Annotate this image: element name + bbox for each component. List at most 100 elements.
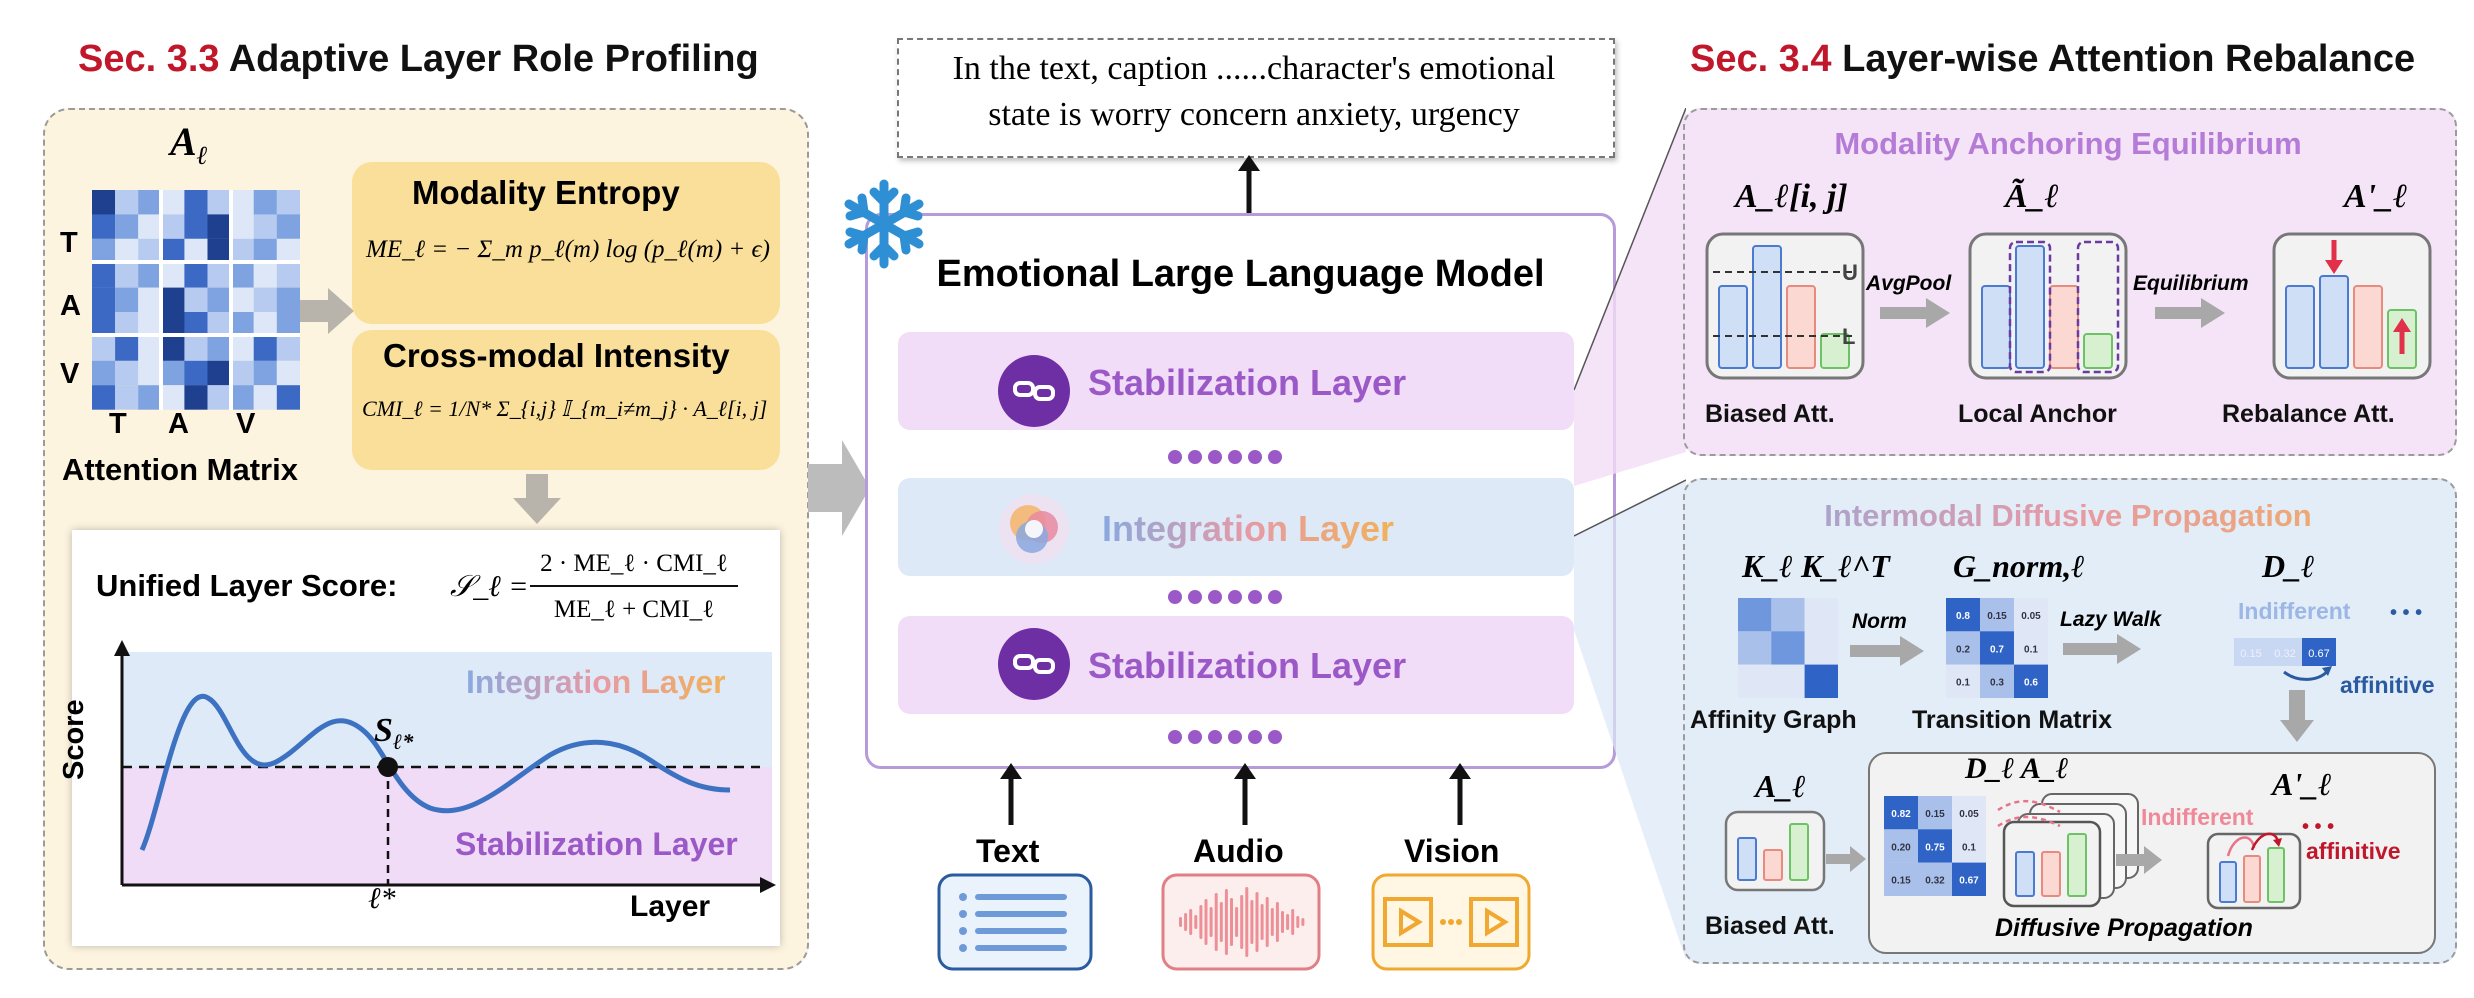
- chart-integration-label: Integration Layer: [466, 664, 726, 700]
- video-frames-icon: [1371, 873, 1531, 971]
- wave-bar: [1296, 916, 1300, 928]
- matrix-cell: [161, 385, 185, 410]
- matrix-cell: [92, 312, 116, 337]
- matrix-cell: [276, 190, 300, 215]
- wave-bar: [1219, 902, 1223, 942]
- matrix-cell: [207, 336, 231, 361]
- wave-bar: [1209, 907, 1213, 937]
- affinity-cell: [1738, 598, 1772, 632]
- wave-bar: [1260, 904, 1264, 940]
- matrix-cell: [138, 238, 162, 264]
- ellipsis-dots: [1165, 730, 1285, 749]
- stabilization-layer-2-label: Stabilization Layer: [1088, 645, 1407, 686]
- transition-cell: [1980, 631, 2014, 665]
- d-cell: [2302, 638, 2336, 666]
- upper-bound-label: U: [1842, 260, 1858, 285]
- matrix-cell: [161, 263, 185, 288]
- matrix-cell: [230, 385, 254, 410]
- ellipsis-dots: [1165, 450, 1285, 469]
- biased-att-caption-2: Biased Att.: [1705, 912, 1835, 940]
- ellipsis-dots: [1165, 590, 1285, 609]
- affinity-cell: [1771, 664, 1805, 698]
- blend-icon: [999, 494, 1069, 564]
- wave-bar: [1240, 895, 1244, 949]
- score-formula-bar: [530, 585, 738, 587]
- da-value: 0.32: [1925, 876, 1945, 887]
- matrix-cell: [184, 287, 208, 313]
- arrow-right-icon: [1880, 298, 1950, 328]
- matrix-cell: [161, 336, 185, 361]
- matrix-cell: [115, 312, 139, 337]
- affinity-graph-matrix: [1738, 598, 1838, 698]
- row-label-t: T: [60, 227, 78, 259]
- rebalance-att-title: A'_ℓ: [2344, 178, 2408, 215]
- score-formula-den: ME_ℓ + CMI_ℓ: [553, 596, 715, 623]
- wave-bar: [1291, 909, 1295, 935]
- matrix-cell: [253, 336, 277, 361]
- matrix-cell: [115, 360, 139, 386]
- transition-value: 0.15: [1987, 611, 2007, 622]
- matrix-cell: [115, 238, 139, 264]
- transition-value: 0.2: [1956, 644, 1970, 655]
- matrix-cell: [92, 287, 116, 313]
- lower-bound-label: L: [1842, 324, 1856, 349]
- matrix-cell: [207, 312, 231, 337]
- equilibrium-label: Equilibrium: [2133, 272, 2249, 295]
- wave-bar: [1250, 900, 1254, 944]
- wave-bar: [1245, 887, 1249, 957]
- matrix-cell: [207, 385, 231, 410]
- snowflake-icon: [844, 179, 924, 269]
- stacked-att-cards: [1997, 793, 2139, 908]
- matrix-cell: [253, 385, 277, 410]
- x-tick-label: ℓ*: [368, 882, 396, 915]
- wave-bar: [1179, 917, 1182, 927]
- unified-score-label: Unified Layer Score:: [96, 568, 398, 603]
- matrix-cell: [115, 385, 139, 410]
- matrix-cell: [138, 336, 162, 361]
- modality-entropy-box: [352, 162, 780, 324]
- x-axis-label: Layer: [630, 890, 711, 923]
- matrix-cell: [230, 360, 254, 386]
- arrow-right-icon: [2063, 634, 2141, 664]
- intensity-formula: CMI_ℓ = 1/N* Σ_{i,j} 𝕀_{m_i≠m_j} · A_ℓ[i…: [362, 396, 768, 421]
- matrix-cell: [138, 385, 162, 410]
- section-3-4-title: Sec. 3.4 Layer-wise Attention Rebalance: [1690, 38, 2415, 81]
- wave-bar: [1286, 914, 1290, 930]
- input-audio-label: Audio: [1193, 833, 1284, 869]
- matrix-symbol: Aℓ: [170, 119, 208, 170]
- wave-bar: [1194, 915, 1198, 929]
- transition-value: 0.1: [1956, 678, 1970, 689]
- transition-cell: [1980, 664, 2014, 698]
- arrow-right-icon: [1850, 636, 1924, 666]
- link-icon: [998, 355, 1070, 427]
- da-cell: [1918, 796, 1952, 830]
- matrix-cell: [276, 336, 300, 361]
- matrix-cell: [115, 214, 139, 239]
- avgpool-label: AvgPool: [1866, 272, 1952, 295]
- matrix-cell: [276, 385, 300, 410]
- matrix-cell: [92, 263, 116, 288]
- d-cell: [2268, 638, 2302, 666]
- col-label-v: V: [236, 408, 256, 440]
- entropy-title: Modality Entropy: [412, 174, 680, 211]
- matrix-cell: [230, 263, 254, 288]
- wave-bar: [1214, 893, 1218, 951]
- propagated-att-card: [2206, 832, 2302, 910]
- da-cell: [1952, 862, 1986, 896]
- a-title: A_ℓ: [1755, 768, 1807, 804]
- matrix-cell: [184, 263, 208, 288]
- transition-matrix-caption: Transition Matrix: [1912, 706, 2113, 734]
- transition-value: 0.8: [1956, 611, 1970, 622]
- row-label-v: V: [60, 358, 80, 390]
- matrix-cell: [115, 287, 139, 313]
- intermodal-title: Intermodal Diffusive Propagation: [1683, 498, 2453, 534]
- matrix-cell: [92, 238, 116, 264]
- link-icon: [998, 628, 1070, 700]
- ellipsis-label: • • •: [2390, 602, 2423, 624]
- matrix-cell: [253, 312, 277, 337]
- matrix-cell: [161, 238, 185, 264]
- section-name: Adaptive Layer Role Profiling: [228, 38, 759, 80]
- optimal-point: [378, 757, 398, 777]
- arrow-down-icon: [2280, 690, 2314, 742]
- matrix-cell: [253, 214, 277, 239]
